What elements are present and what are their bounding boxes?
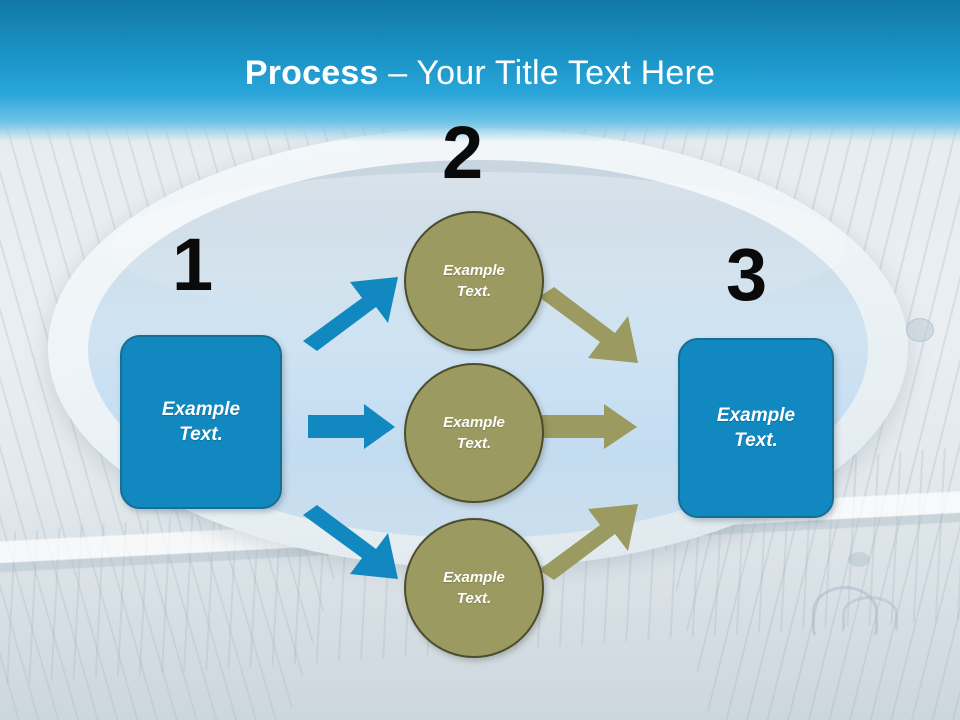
pool-stone-icon xyxy=(848,552,870,567)
node-circle-middle-line1: Example xyxy=(443,414,505,431)
page-title-strong: Process xyxy=(244,54,379,92)
node-circle-top-line2: Text. xyxy=(456,283,492,300)
arrow-olive-up-right xyxy=(536,500,644,580)
page-title-light: Your Title Text Here xyxy=(416,54,716,92)
arrow-blue-up-right xyxy=(300,275,404,353)
header-band xyxy=(0,0,960,142)
node-circle-bottom-line2: Text. xyxy=(456,590,492,607)
node-right-box-label: Example Text. xyxy=(717,403,795,453)
node-circle-middle-line2: Text. xyxy=(456,435,492,452)
step-number-2: 2 xyxy=(442,111,484,194)
node-circle-top-label: Example Text. xyxy=(443,260,505,302)
node-right-box[interactable]: Example Text. xyxy=(678,338,834,518)
arrow-blue-down-right xyxy=(300,505,404,583)
node-circle-top[interactable]: Example Text. xyxy=(404,211,544,351)
node-left-box-line1: Example xyxy=(161,399,241,420)
node-left-box[interactable]: Example Text. xyxy=(120,335,282,509)
pool-skimmer-icon xyxy=(906,318,934,342)
node-circle-top-line1: Example xyxy=(443,262,505,279)
node-circle-middle[interactable]: Example Text. xyxy=(404,363,544,503)
step-number-1: 1 xyxy=(172,223,214,306)
node-circle-bottom[interactable]: Example Text. xyxy=(404,518,544,658)
node-left-box-label: Example Text. xyxy=(162,397,240,447)
node-circle-middle-label: Example Text. xyxy=(443,412,505,454)
page-title-separator: – xyxy=(378,54,417,92)
arrow-olive-down-right xyxy=(536,287,644,367)
arrow-blue-right xyxy=(308,404,396,450)
step-number-3: 3 xyxy=(726,233,768,316)
node-circle-bottom-line1: Example xyxy=(443,569,505,586)
pool-handrail-icon xyxy=(842,596,898,632)
node-circle-bottom-label: Example Text. xyxy=(443,567,505,609)
node-right-box-line1: Example xyxy=(716,405,796,426)
node-left-box-line2: Text. xyxy=(179,424,223,445)
node-right-box-line2: Text. xyxy=(734,430,778,451)
arrow-olive-right xyxy=(542,404,638,450)
page-title: Process – Your Title Text Here xyxy=(0,52,960,94)
